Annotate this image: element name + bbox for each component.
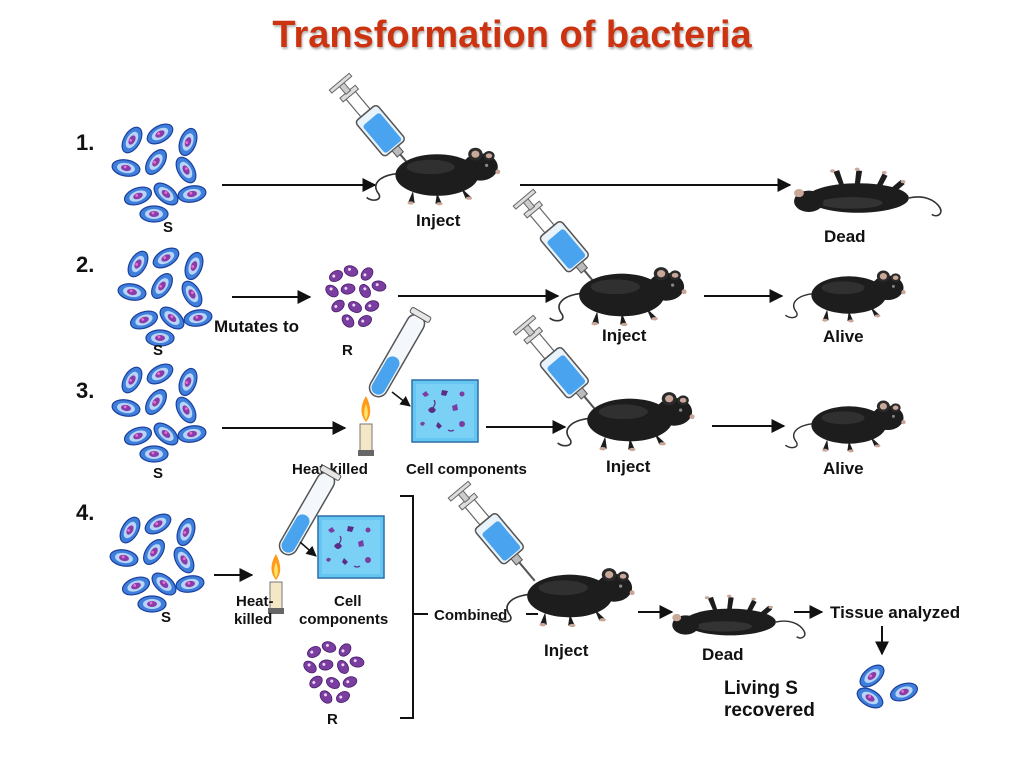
heat-killed-label-line1: Heat- <box>236 593 274 610</box>
cell-components-icon <box>317 515 385 579</box>
cell-components-icon <box>411 379 479 443</box>
experiment-3-number: 3. <box>76 378 94 403</box>
inject-label: Inject <box>416 211 461 230</box>
s-bacteria-cluster <box>109 510 205 612</box>
r-bacteria-cluster <box>323 264 386 330</box>
s-strain-label: S <box>153 465 163 482</box>
inject-label: Inject <box>544 641 589 660</box>
cell-components-label-line1: Cell <box>334 593 362 610</box>
r-strain-label: R <box>327 711 338 728</box>
dead-mouse-icon <box>793 166 942 217</box>
outcome-label: Dead <box>824 227 866 246</box>
mouse-icon <box>365 147 502 207</box>
experiment-2-number: 2. <box>76 252 94 277</box>
heat-killed-label-line2: killed <box>234 611 272 628</box>
cell-components-label: Cell components <box>406 461 527 478</box>
living-s-cells <box>853 660 921 713</box>
mouse-icon <box>548 266 688 327</box>
outcome-label: Alive <box>823 327 864 346</box>
experiment-4: 4. S Heat- killed Cell components R Comb… <box>76 464 960 728</box>
s-strain-label: S <box>163 219 173 236</box>
s-bacteria-cluster <box>111 360 207 462</box>
dead-mouse-icon <box>671 593 806 639</box>
experiment-3: 3. S Heat-killed Cell components Inject … <box>76 306 907 482</box>
alive-mouse-icon <box>784 269 907 324</box>
experiment-2: 2. S Mutates to R Inject Alive <box>76 187 907 359</box>
combined-label: Combined <box>434 607 507 624</box>
inject-label: Inject <box>606 457 651 476</box>
s-strain-label: S <box>161 609 171 626</box>
arrow <box>299 541 317 557</box>
s-bacteria-cluster <box>117 244 213 346</box>
syringe-icon <box>446 479 547 591</box>
s-bacteria-cluster <box>111 120 207 222</box>
experiment-1-number: 1. <box>76 130 94 155</box>
inject-label: Inject <box>602 326 647 345</box>
mutates-label: Mutates to <box>214 317 299 336</box>
r-bacteria-cluster <box>301 640 364 706</box>
s-strain-label: S <box>153 342 163 359</box>
cell-components-label-line2: components <box>299 611 388 628</box>
outcome-label: Dead <box>702 645 744 664</box>
arrow <box>391 391 411 407</box>
experiment-1: 1. S Inject Dead <box>76 71 942 246</box>
recovered-label: recovered <box>724 700 815 721</box>
alive-mouse-icon <box>784 399 907 454</box>
outcome-label: Alive <box>823 459 864 478</box>
tissue-analyzed-label: Tissue analyzed <box>830 603 960 622</box>
experiment-4-number: 4. <box>76 500 94 525</box>
combine-bracket <box>400 495 414 719</box>
mouse-icon <box>496 567 636 628</box>
page-title: Transformation of bacteria <box>272 14 752 56</box>
r-strain-label: R <box>342 342 353 359</box>
mouse-icon <box>556 391 696 452</box>
living-s-label: Living S <box>724 678 798 699</box>
